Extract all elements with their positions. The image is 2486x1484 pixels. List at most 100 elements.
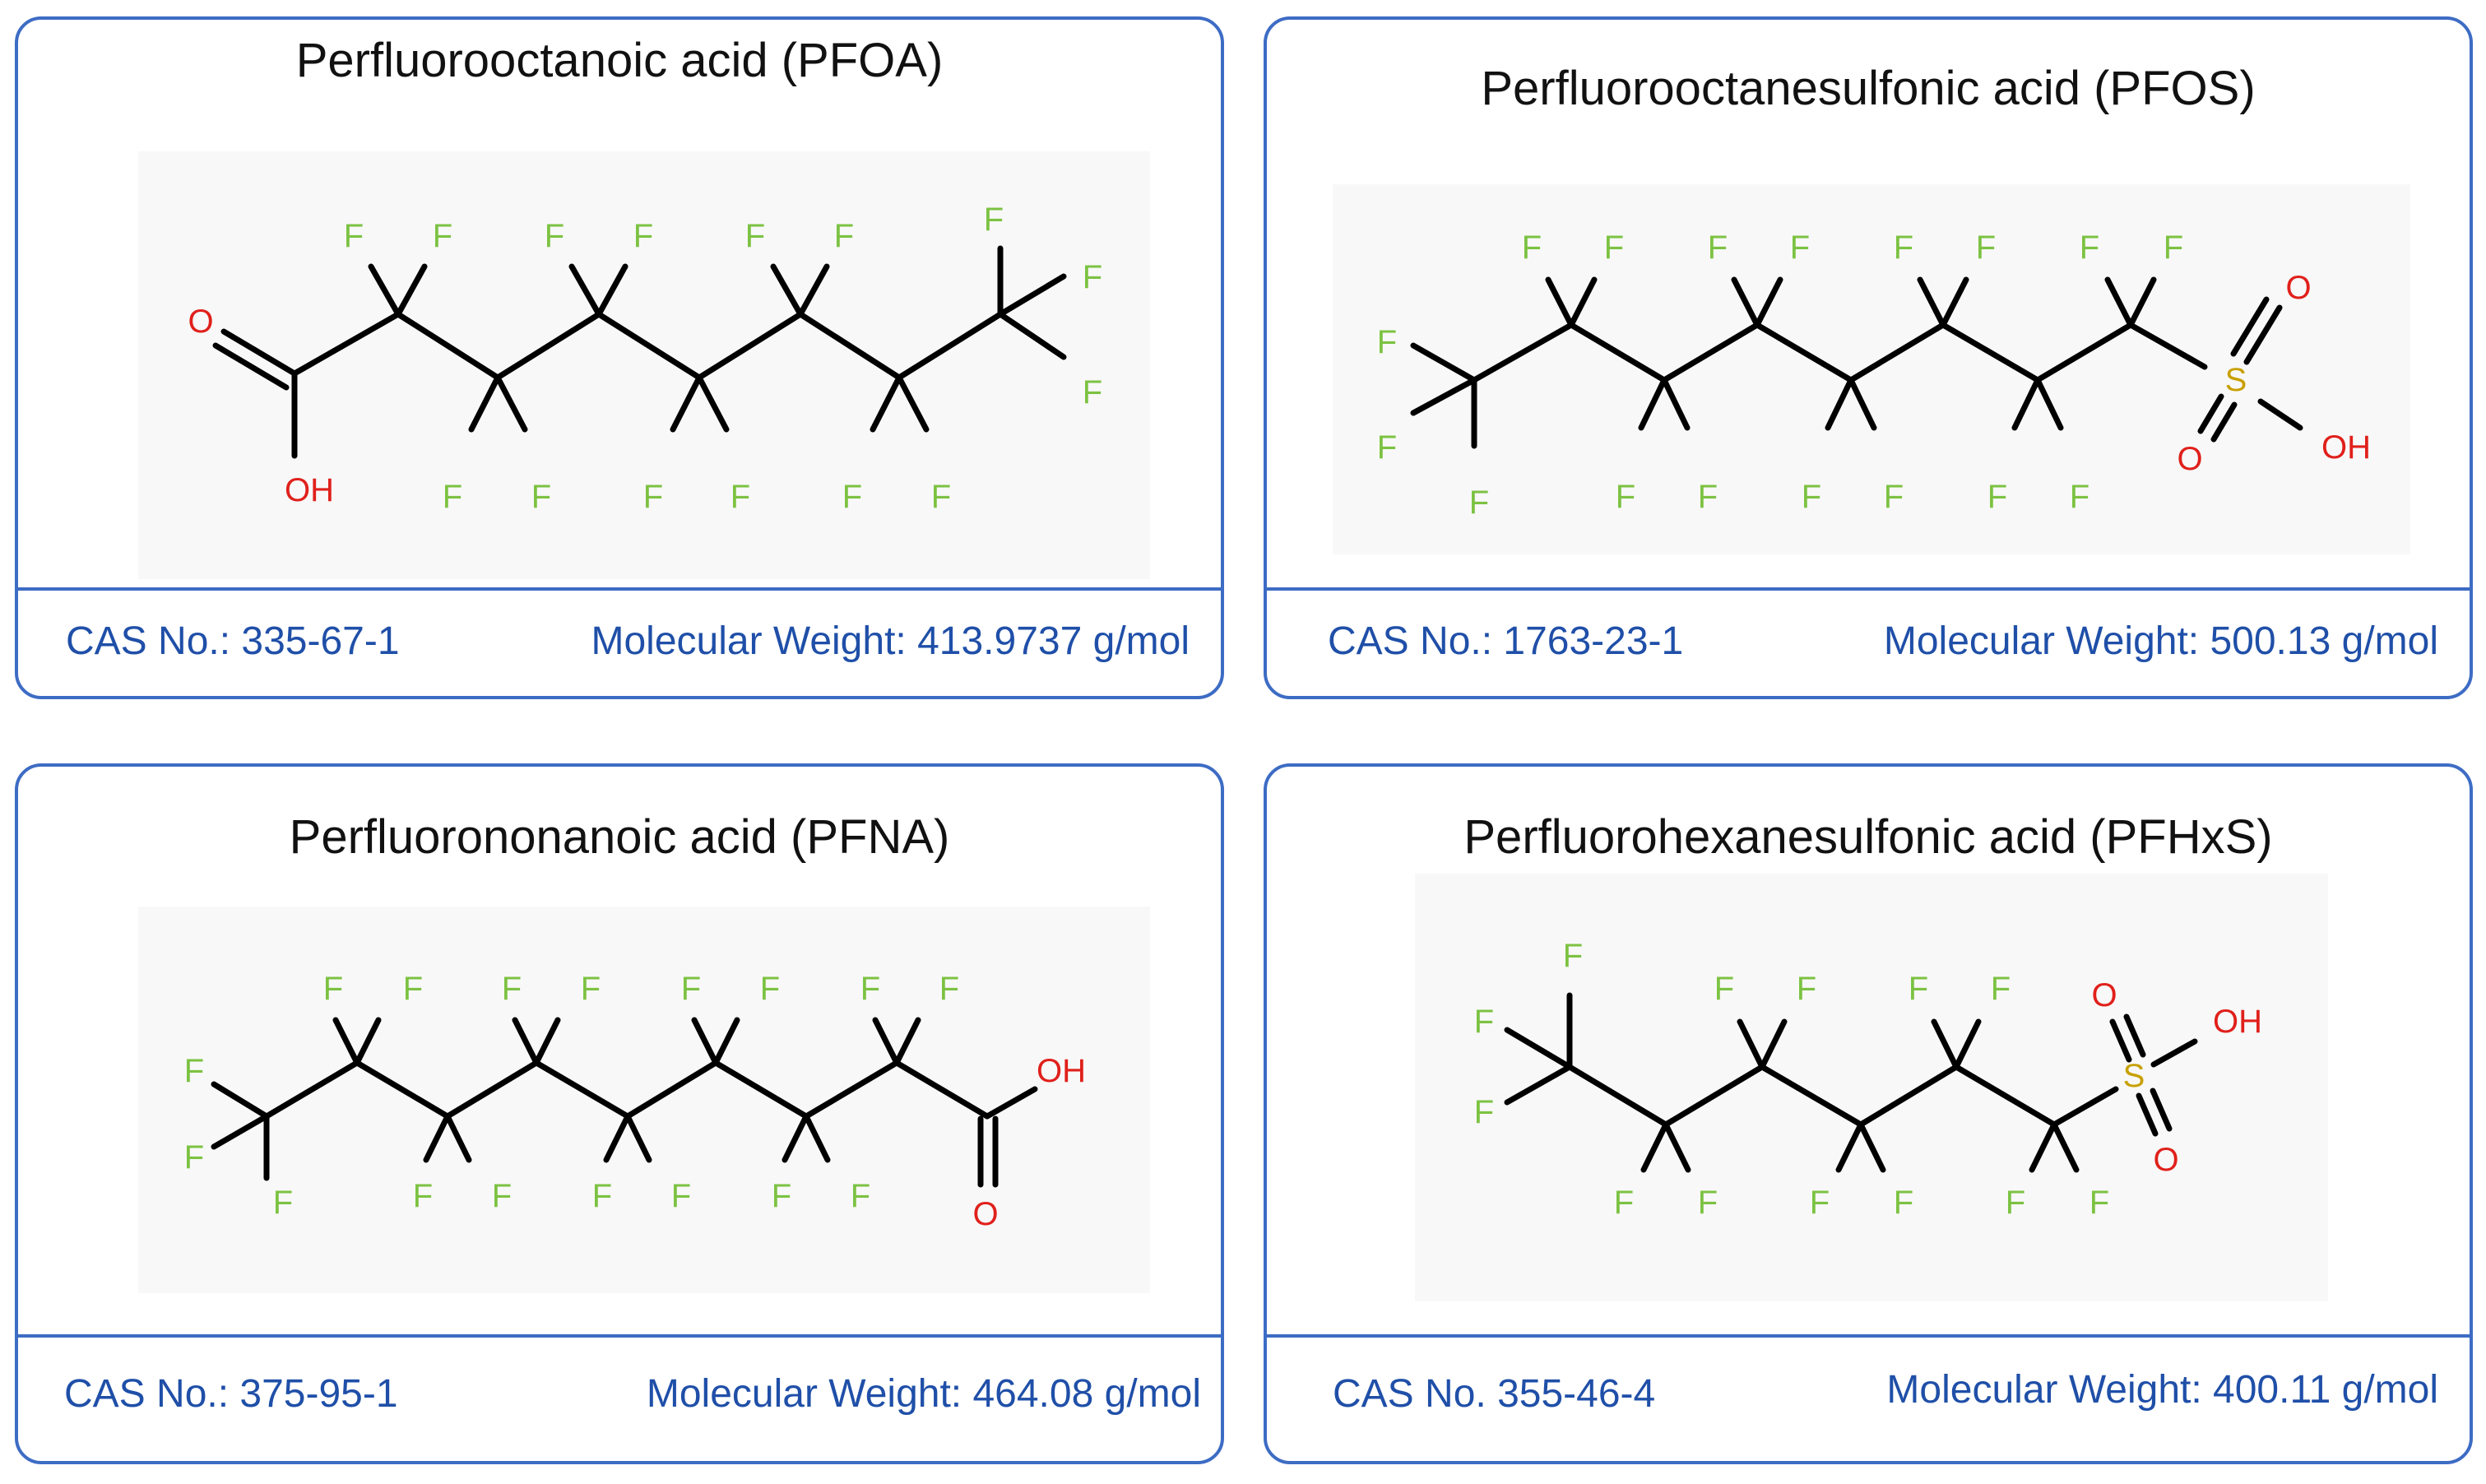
sulfur-label: S [2123,1058,2145,1094]
fluorine-label: F [1614,1185,1634,1221]
fluorine-label: F [1616,479,1635,515]
fluorine-label: F [1377,324,1397,360]
structure-diagram-pfos: S O O OH F F F F F F F F F F F F F [1333,184,2410,554]
fluorine-label: F [1810,1185,1830,1221]
fluorine-label: F [1894,230,1913,266]
oxygen-label: O [188,304,213,340]
compound-card-pfna: Perfluorononanoic acid (PFNA) [15,763,1224,1464]
molecular-weight: Molecular Weight: 500.13 g/mol [1883,619,2438,663]
hydroxyl-label: OH [285,472,334,508]
bond-lines [211,1017,1038,1188]
fluorine-labels: F F F F F F F F F F F F F [1474,938,2109,1221]
fluorine-label: F [2080,230,2099,266]
compound-card-pfoa: Perfluorooctanoic acid (PFOA) [15,16,1224,699]
fluorine-label: F [184,1053,204,1089]
molecular-weight: Molecular Weight: 400.11 g/mol [1886,1368,2438,1412]
molecular-weight: Molecular Weight: 464.08 g/mol [646,1372,1201,1416]
structure-diagram-pfoa: O OH F F F F F F F F F F F F F F [138,151,1150,579]
fluorine-label: F [323,971,343,1007]
oxygen-label: O [972,1196,998,1232]
fluorine-label: F [413,1178,433,1214]
fluorine-label: F [1698,479,1718,515]
fluorine-label: F [730,479,750,515]
compound-title: Perfluorooctanesulfonic acid (PFOS) [1481,62,2256,115]
fluorine-label: F [760,971,780,1007]
fluorine-label: F [745,218,765,254]
fluorine-label: F [2006,1185,2025,1221]
fluorine-label: F [1714,971,1734,1007]
fluorine-labels: F F F F F F F F F F F F F F F [344,202,1102,515]
fluorine-label: F [1894,1185,1913,1221]
fluorine-label: F [1474,1094,1494,1130]
bond-lines [1504,992,2198,1173]
sulfur-label: S [2225,362,2247,398]
fluorine-label: F [1884,479,1904,515]
fluorine-label: F [2164,230,2183,266]
fluorine-label: F [492,1178,512,1214]
fluorine-label: F [1604,230,1624,266]
hydroxyl-label: OH [2321,429,2371,466]
fluorine-label: F [1790,230,1810,266]
fluorine-label: F [681,971,701,1007]
fluorine-label: F [633,218,653,254]
fluorine-label: F [984,202,1004,238]
fluorine-label: F [502,971,522,1007]
card-divider [1267,1334,2470,1338]
bond-lines [212,245,1067,459]
fluorine-label: F [1698,1185,1718,1221]
fluorine-label: F [931,479,951,515]
fluorine-label: F [581,971,601,1007]
fluorine-label: F [433,218,452,254]
fluorine-label: F [842,479,862,515]
card-divider [18,1334,1221,1338]
fluorine-label: F [671,1178,691,1214]
fluorine-label: F [939,971,959,1007]
compound-title: Perfluorooctanoic acid (PFOA) [295,34,944,87]
cas-number: CAS No.: 375-95-1 [64,1372,398,1416]
oxygen-label: O [2177,441,2202,477]
hydroxyl-label: OH [1037,1053,1086,1089]
fluorine-label: F [1083,374,1102,410]
oxygen-label: O [2091,977,2117,1013]
cas-number: CAS No.: 1763-23-1 [1328,619,1684,663]
fluorine-label: F [860,971,880,1007]
fluorine-label: F [1083,259,1102,295]
fluorine-label: F [1909,971,1928,1007]
fluorine-label: F [592,1178,612,1214]
fluorine-label: F [2089,1185,2109,1221]
structure-diagram-pfna: OH O F F F F F F F F F F F F F F [138,907,1150,1293]
fluorine-label: F [1797,971,1816,1007]
fluorine-labels: F F F F F F F F F F F F F F F F F [1377,230,2183,521]
fluorine-label: F [643,479,663,515]
fluorine-label: F [1991,971,2011,1007]
fluorine-label: F [344,218,364,254]
molecular-weight: Molecular Weight: 413.9737 g/mol [591,619,1190,663]
fluorine-label: F [1563,938,1583,974]
fluorine-label: F [184,1139,204,1176]
fluorine-label: F [851,1178,870,1214]
fluorine-label: F [1474,1004,1494,1040]
fluorine-labels: F F F F F F F F F F F F F F F F F [184,971,959,1221]
fluorine-label: F [531,479,551,515]
fluorine-label: F [2070,479,2089,515]
fluorine-label: F [1522,230,1542,266]
fluorine-label: F [545,218,564,254]
card-divider [1267,587,2470,591]
fluorine-label: F [1802,479,1821,515]
fluorine-label: F [1708,230,1728,266]
oxygen-label: O [2285,270,2311,306]
oxygen-label: O [2153,1142,2178,1178]
fluorine-label: F [772,1178,791,1214]
compound-card-pfos: Perfluorooctanesulfonic acid (PFOS) [1264,16,2473,699]
cas-number: CAS No. 355-46-4 [1333,1372,1656,1416]
fluorine-label: F [403,971,423,1007]
fluorine-label: F [1987,479,2007,515]
cas-number: CAS No.: 335-67-1 [66,619,400,663]
fluorine-label: F [443,479,462,515]
structure-diagram-pfhxs: S O O OH F F F F F F F F F F F F F [1415,874,2328,1301]
fluorine-label: F [834,218,854,254]
fluorine-label: F [273,1185,293,1221]
compound-title: Perfluorohexanesulfonic acid (PFHxS) [1463,810,2273,864]
compound-title: Perfluorononanoic acid (PFNA) [289,810,950,864]
fluorine-label: F [1377,429,1397,466]
